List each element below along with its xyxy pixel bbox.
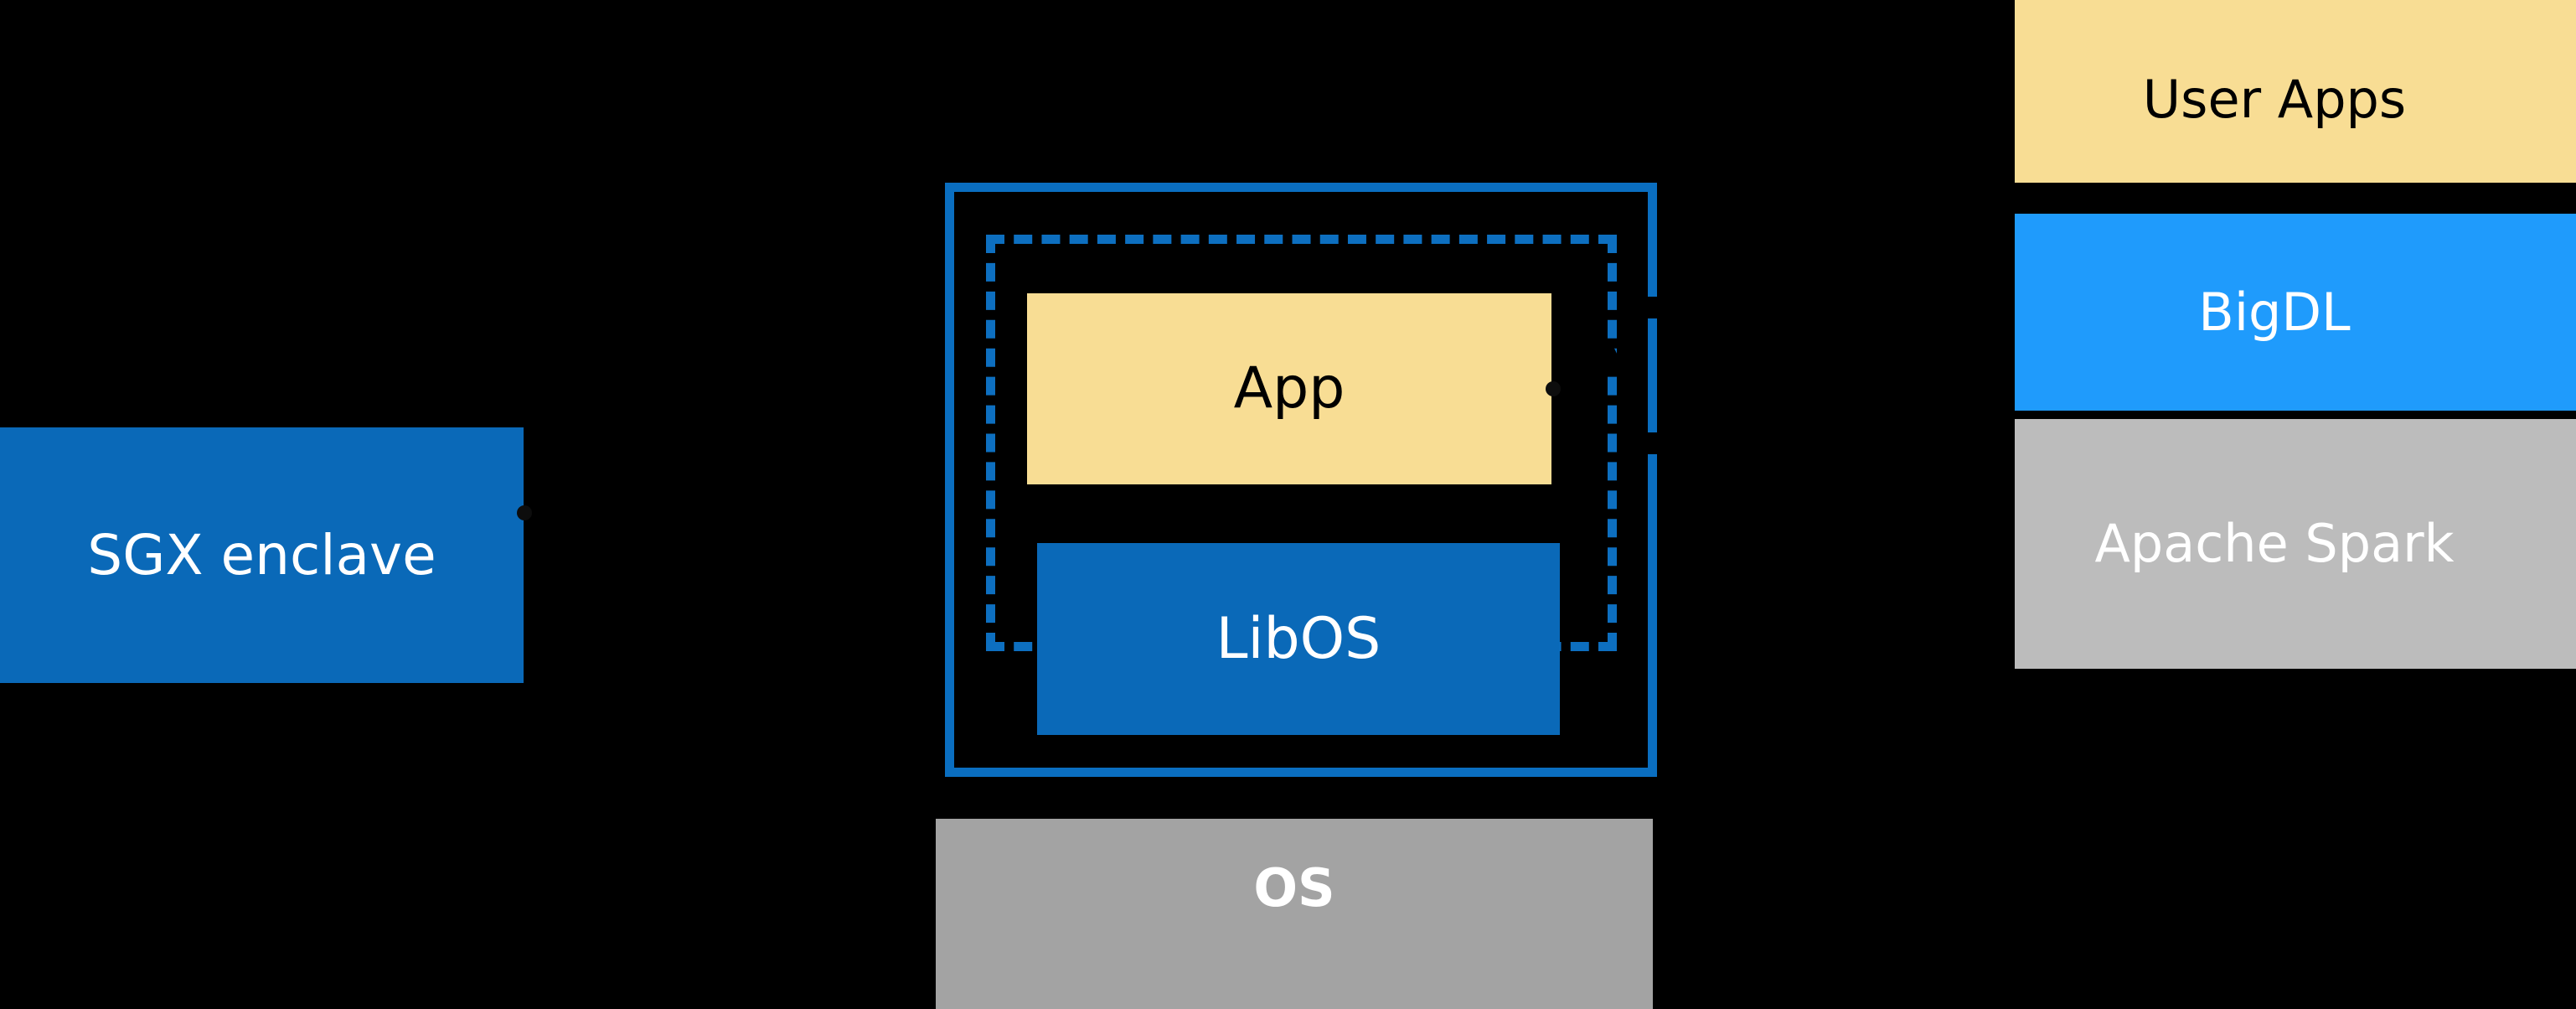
sgx-enclave-box[interactable]: SGX enclave bbox=[0, 427, 524, 683]
arrow-to-sgx-enclave-icon bbox=[517, 505, 532, 520]
libos-label: LibOS bbox=[1216, 605, 1381, 672]
os-label: OS bbox=[1253, 857, 1335, 918]
enclave-boundary-rect bbox=[945, 183, 1657, 777]
user-apps-box[interactable]: User Apps bbox=[2015, 0, 2576, 183]
apache-spark-label: Apache Spark bbox=[2094, 513, 2455, 574]
libos-box[interactable]: LibOS bbox=[1037, 543, 1560, 735]
app-box[interactable]: App bbox=[1027, 293, 1551, 484]
user-apps-label: User Apps bbox=[2142, 69, 2407, 130]
bigdl-box[interactable]: BigDL bbox=[2015, 214, 2576, 411]
app-label: App bbox=[1233, 355, 1345, 422]
os-box[interactable]: OS bbox=[936, 819, 1653, 1009]
bigdl-label: BigDL bbox=[2198, 281, 2351, 343]
arrow-to-app-icon bbox=[1546, 381, 1561, 396]
apache-spark-box[interactable]: Apache Spark bbox=[2015, 419, 2576, 669]
sgx-enclave-label: SGX enclave bbox=[87, 522, 436, 587]
